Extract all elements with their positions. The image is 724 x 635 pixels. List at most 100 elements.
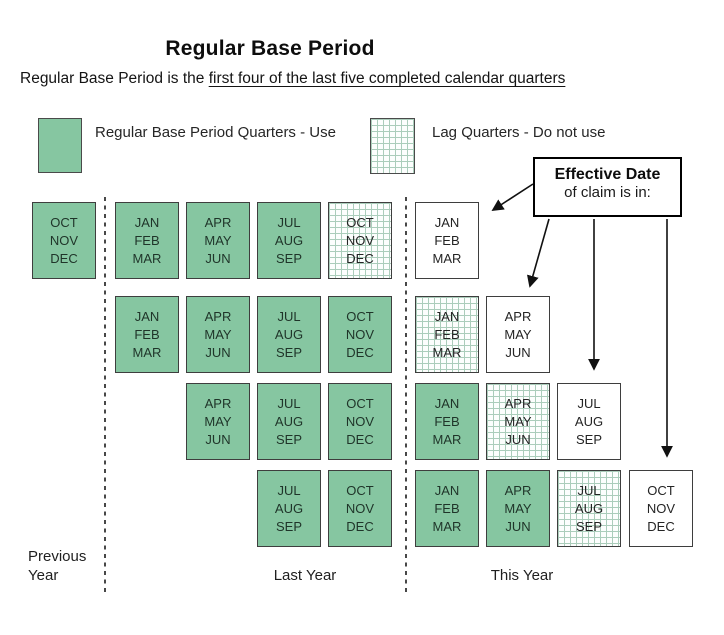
quarter-month: OCT: [346, 214, 374, 230]
quarter-month: SEP: [275, 344, 302, 360]
quarter-month: MAY: [504, 500, 532, 516]
quarter-month: NOV: [49, 232, 79, 248]
quarter-box: APR MAY JUN: [186, 202, 250, 279]
quarter-month: OCT: [346, 395, 374, 411]
subtitle-underlined: first four of the last five completed ca…: [208, 70, 566, 87]
quarter-month: JUL: [577, 482, 601, 498]
quarter-month: MAR: [432, 518, 462, 534]
quarter-box: JUL AUG SEP: [557, 383, 621, 460]
effective-date-callout: Effective Date of claim is in:: [533, 157, 682, 217]
previous-year-label: Previous Year: [28, 547, 86, 585]
quarter-month: JAN: [434, 214, 460, 230]
quarter-month: DEC: [346, 518, 374, 534]
quarter-month: JUL: [577, 395, 601, 411]
quarter-month: NOV: [345, 500, 375, 516]
effective-date-title: Effective Date: [554, 166, 661, 183]
quarter-box: APR MAY JUN: [486, 383, 550, 460]
quarter-month: DEC: [647, 518, 675, 534]
quarter-box: OCT NOV DEC: [328, 470, 392, 547]
page-title: Regular Base Period: [165, 37, 375, 60]
quarter-month: APR: [504, 395, 532, 411]
subtitle: Regular Base Period is the first four of…: [20, 70, 565, 88]
use-quarter-legend-label: Regular Base Period Quarters - Use: [95, 124, 336, 141]
quarter-month: JUL: [277, 308, 301, 324]
quarter-month: MAR: [432, 344, 462, 360]
previous-year-line1: Previous: [28, 548, 87, 565]
quarter-box: JUL AUG SEP: [557, 470, 621, 547]
quarter-month: FEB: [434, 413, 460, 429]
lag-quarter-legend-label: Lag Quarters - Do not use: [432, 124, 606, 141]
quarter-box: OCT NOV DEC: [32, 202, 96, 279]
quarter-box: JUL AUG SEP: [257, 383, 321, 460]
quarter-month: DEC: [346, 250, 374, 266]
quarter-month: SEP: [275, 431, 302, 447]
quarter-month: OCT: [647, 482, 675, 498]
quarter-month: JAN: [434, 308, 460, 324]
quarter-month: FEB: [134, 326, 160, 342]
quarter-month: AUG: [274, 232, 304, 248]
quarter-month: NOV: [345, 232, 375, 248]
quarter-month: DEC: [50, 250, 78, 266]
quarter-month: AUG: [574, 500, 604, 516]
arrow-to-q2-effective-quarter-icon: [527, 218, 550, 288]
quarter-box: JUL AUG SEP: [257, 202, 321, 279]
quarter-month: AUG: [574, 413, 604, 429]
quarter-month: JUN: [205, 250, 231, 266]
quarter-box: OCT NOV DEC: [328, 383, 392, 460]
quarter-box: JUL AUG SEP: [257, 470, 321, 547]
quarter-month: FEB: [434, 232, 460, 248]
quarter-month: MAY: [504, 326, 532, 342]
subtitle-prefix: Regular Base Period is the: [20, 70, 209, 87]
quarter-box: JAN FEB MAR: [415, 470, 479, 547]
quarter-month: MAY: [204, 232, 232, 248]
arrow-to-q1-effective-quarter-icon: [491, 183, 534, 211]
quarter-month: OCT: [346, 308, 374, 324]
quarter-box: JAN FEB MAR: [115, 296, 179, 373]
quarter-month: MAR: [432, 431, 462, 447]
quarter-month: SEP: [275, 250, 302, 266]
use-quarter-swatch: [38, 118, 82, 173]
quarter-month: FEB: [134, 232, 160, 248]
quarter-month: AUG: [274, 500, 304, 516]
quarter-month: APR: [204, 395, 232, 411]
quarter-month: MAY: [204, 413, 232, 429]
quarter-month: JUN: [505, 518, 531, 534]
quarter-month: APR: [204, 214, 232, 230]
quarter-month: JUN: [505, 344, 531, 360]
quarter-month: MAY: [204, 326, 232, 342]
quarter-month: JUL: [277, 482, 301, 498]
quarter-month: JUL: [277, 395, 301, 411]
quarter-month: JUN: [205, 344, 231, 360]
quarter-month: SEP: [575, 431, 602, 447]
quarter-month: JAN: [434, 395, 460, 411]
quarter-month: OCT: [346, 482, 374, 498]
quarter-month: JAN: [134, 308, 160, 324]
quarter-box: APR MAY JUN: [186, 296, 250, 373]
last-year-label: Last Year: [273, 567, 337, 584]
quarter-box: OCT NOV DEC: [328, 296, 392, 373]
quarter-month: SEP: [575, 518, 602, 534]
quarter-month: NOV: [345, 413, 375, 429]
quarter-month: DEC: [346, 431, 374, 447]
quarter-month: AUG: [274, 413, 304, 429]
quarter-month: MAR: [132, 344, 162, 360]
quarter-month: FEB: [434, 326, 460, 342]
quarter-month: JUN: [505, 431, 531, 447]
quarter-box: JUL AUG SEP: [257, 296, 321, 373]
quarter-month: JUN: [205, 431, 231, 447]
quarter-month: MAY: [504, 413, 532, 429]
quarter-box: JAN FEB MAR: [415, 383, 479, 460]
quarter-month: AUG: [274, 326, 304, 342]
quarter-box: JAN FEB MAR: [115, 202, 179, 279]
quarter-month: OCT: [50, 214, 78, 230]
quarter-month: MAR: [132, 250, 162, 266]
quarter-month: JAN: [434, 482, 460, 498]
quarter-month: JAN: [134, 214, 160, 230]
quarter-month: DEC: [346, 344, 374, 360]
quarter-month: APR: [504, 482, 532, 498]
quarter-month: FEB: [434, 500, 460, 516]
quarter-month: NOV: [345, 326, 375, 342]
quarter-month: APR: [504, 308, 532, 324]
quarter-month: NOV: [646, 500, 676, 516]
